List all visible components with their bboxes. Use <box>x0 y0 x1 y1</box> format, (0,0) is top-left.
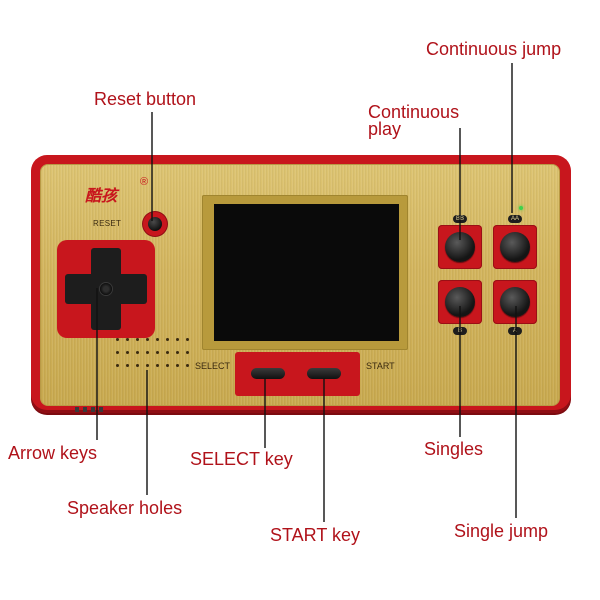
b-button[interactable] <box>438 280 482 324</box>
power-led <box>519 206 523 210</box>
speaker-hole <box>136 338 139 341</box>
speaker-hole <box>176 338 179 341</box>
speaker-hole <box>116 364 119 367</box>
screen-bezel <box>202 195 408 350</box>
label-continuous-jump: Continuous jump <box>426 39 562 59</box>
start-button[interactable] <box>307 368 341 379</box>
speaker-hole <box>176 351 179 354</box>
label-single-jump: Single jump <box>454 521 549 541</box>
select-start-panel <box>235 352 360 396</box>
label-select-key: SELECT key <box>190 449 293 469</box>
speaker-hole <box>186 364 189 367</box>
handheld-console: 酷孩 ® RESET SELECT START BB AA B A <box>31 155 571 413</box>
speaker-hole <box>166 351 169 354</box>
turbo-b-button[interactable] <box>438 225 482 269</box>
speaker-hole <box>166 338 169 341</box>
speaker-hole <box>136 351 139 354</box>
registered-mark: ® <box>140 176 149 188</box>
speaker-hole <box>116 351 119 354</box>
brand-logo: 酷孩 <box>85 186 118 205</box>
dpad-center <box>100 283 112 295</box>
turbo-a-button-cap <box>500 232 530 262</box>
speaker-hole <box>166 364 169 367</box>
label-continuous-play: Continuous play <box>368 102 460 139</box>
a-button[interactable] <box>493 280 537 324</box>
speaker-hole <box>146 351 149 354</box>
turbo-a-tag: AA <box>508 215 522 223</box>
turbo-b-button-cap <box>445 232 475 262</box>
speaker-hole <box>186 338 189 341</box>
a-button-cap <box>500 287 530 317</box>
label-singles: Singles <box>424 439 484 459</box>
speaker-hole <box>186 351 189 354</box>
reset-button[interactable] <box>143 212 167 236</box>
a-tag: A <box>508 327 522 335</box>
label-start-key: START key <box>270 525 361 545</box>
turbo-b-tag: BB <box>453 215 467 223</box>
turbo-a-button[interactable] <box>493 225 537 269</box>
dpad[interactable] <box>57 240 155 338</box>
start-label: START <box>366 361 395 371</box>
reset-label: RESET <box>93 219 122 228</box>
speaker-hole <box>146 364 149 367</box>
select-button[interactable] <box>251 368 285 379</box>
reset-button-cap <box>148 217 162 231</box>
speaker-hole <box>136 364 139 367</box>
speaker-hole <box>126 338 129 341</box>
speaker-hole <box>126 364 129 367</box>
speaker-hole <box>156 351 159 354</box>
speaker-hole <box>126 351 129 354</box>
label-reset-button: Reset button <box>94 89 197 109</box>
speaker-hole <box>156 338 159 341</box>
speaker-hole <box>116 338 119 341</box>
b-tag: B <box>453 327 467 335</box>
lcd-screen <box>214 204 399 341</box>
b-button-cap <box>445 287 475 317</box>
speaker-holes <box>116 338 196 378</box>
bottom-edge-marks <box>75 407 109 413</box>
speaker-hole <box>176 364 179 367</box>
select-label: SELECT <box>195 361 231 371</box>
gold-faceplate: 酷孩 ® RESET SELECT START BB AA B A <box>40 164 560 406</box>
speaker-hole <box>156 364 159 367</box>
speaker-hole <box>146 338 149 341</box>
label-arrow-keys: Arrow keys <box>8 443 98 463</box>
label-speaker-holes: Speaker holes <box>67 498 183 518</box>
